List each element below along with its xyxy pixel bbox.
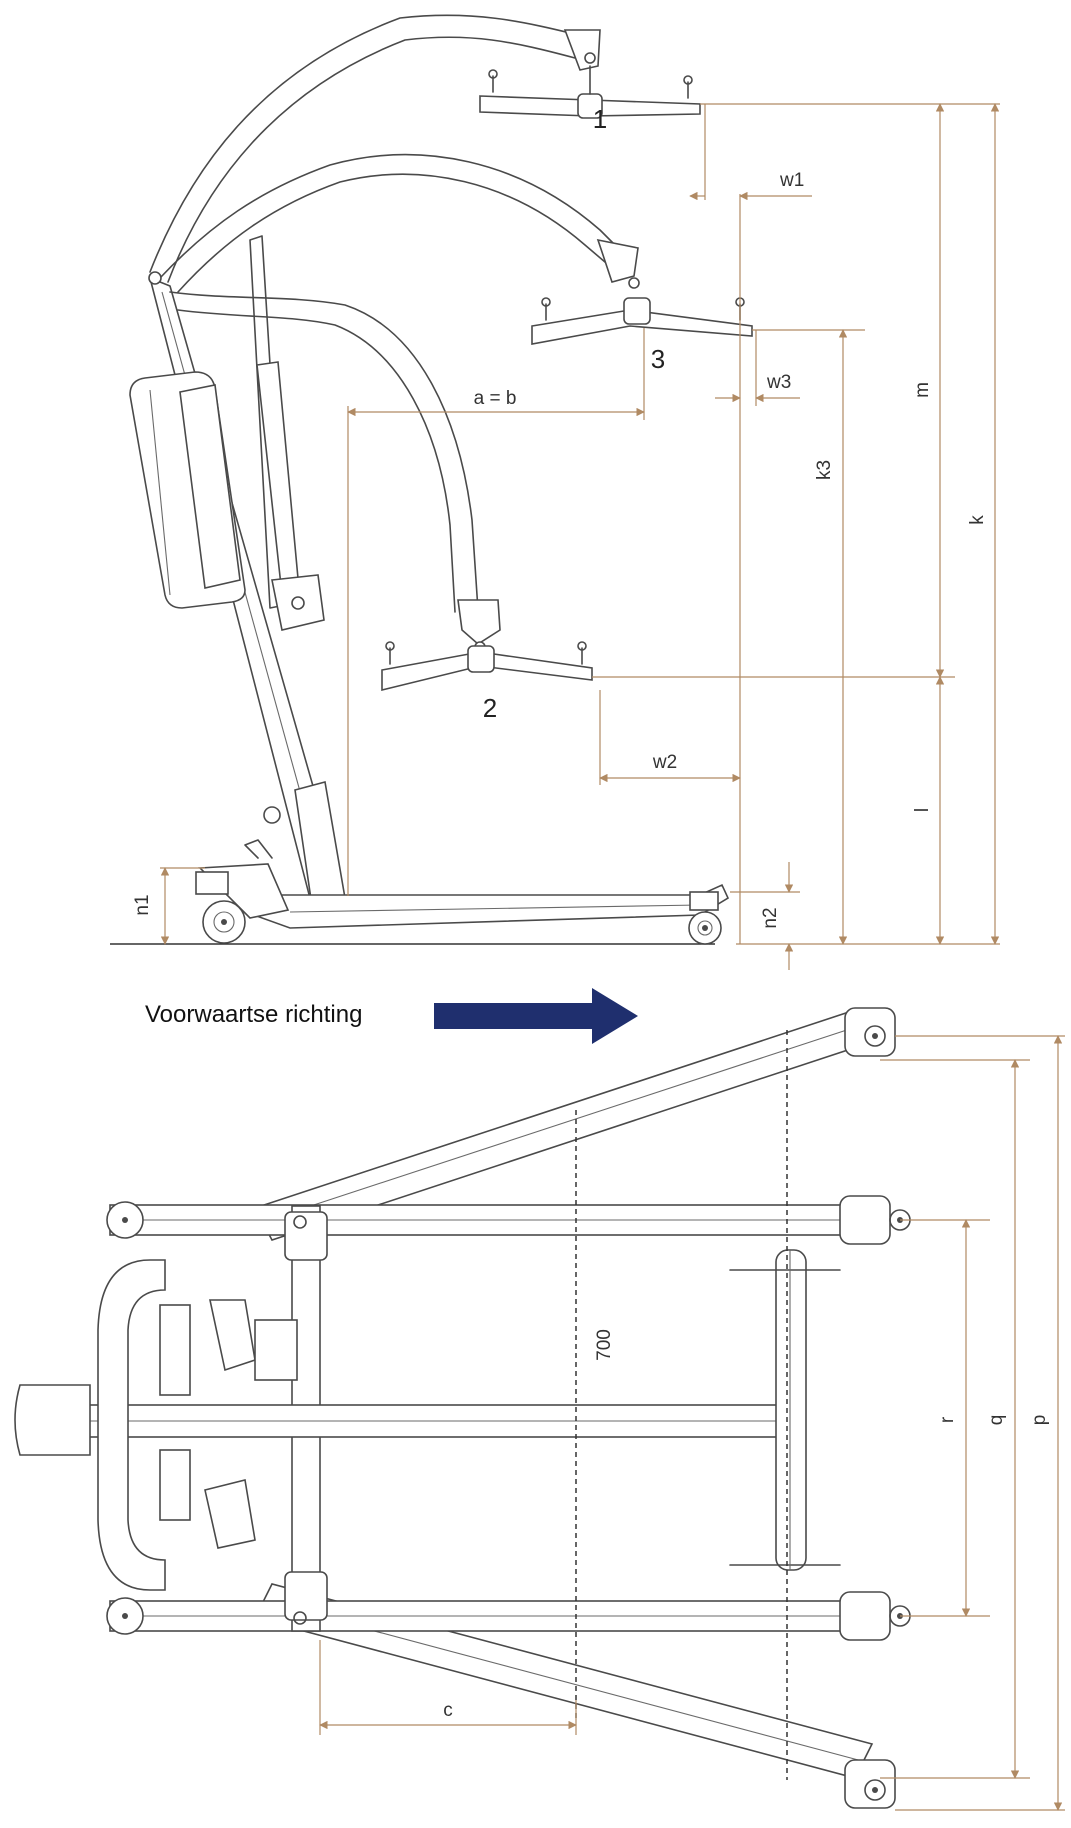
rear-caster [195,871,246,944]
w2-label: w2 [652,752,677,773]
p-label: p [1029,1415,1050,1426]
position-1-label: 1 [593,104,607,134]
a-b-label: a = b [474,388,517,409]
w1-label: w1 [779,170,804,191]
base-side [198,839,730,929]
side-view-dimensions [160,103,1000,970]
side-view-labels: 1 3 2 w1 w3 a = b w2 k3 m l k n1 n2 [132,104,988,929]
boom-position-3 [159,153,753,345]
n2-label: n2 [760,907,781,928]
position-3-label: 3 [651,344,665,374]
direction-label: Voorwaartse richting [145,1001,362,1028]
w3-label: w3 [766,372,791,393]
boom-position-2 [169,291,593,692]
direction-indicator: Voorwaartse richting [145,988,638,1044]
upper-inner-leg [106,1195,911,1245]
k-label: k [967,515,988,525]
top-view-labels: 700 c r q p [443,1329,1050,1721]
brake-pedals [204,1299,298,1549]
front-caster [688,891,722,945]
n1-label: n1 [132,894,153,915]
r-label: r [937,1416,958,1423]
m-label: m [912,382,933,398]
lower-inner-leg [106,1591,911,1641]
battery-box [129,371,246,609]
l-label: l [912,808,933,812]
k3-label: k3 [814,460,835,480]
forward-arrow-icon [434,988,638,1044]
top-view [14,1007,911,1809]
central-boom-top [14,1384,801,1456]
position-2-label: 2 [483,693,497,723]
push-handle [97,1259,191,1591]
actuator [249,235,325,631]
side-view [110,14,753,945]
emergency-knob [263,806,281,824]
width-700-label: 700 [594,1329,615,1361]
q-label: q [986,1415,1007,1426]
boom-position-1 [149,14,701,283]
spreader-bar-top [729,1249,841,1571]
top-view-dimensions [319,1035,1065,1811]
c-label: c [443,1700,453,1721]
